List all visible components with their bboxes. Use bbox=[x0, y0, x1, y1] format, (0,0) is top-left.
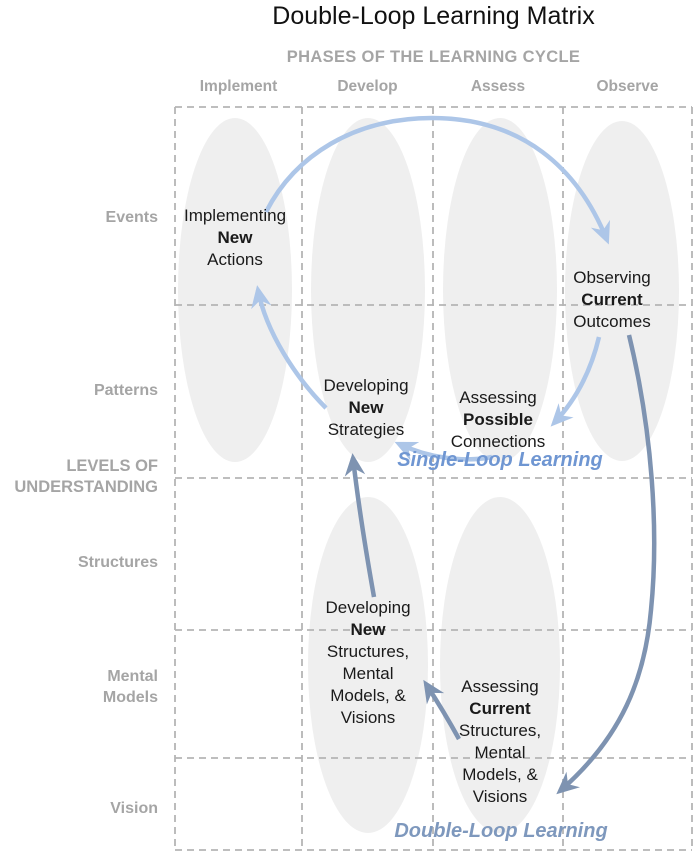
node-line: Models, & bbox=[330, 686, 406, 705]
node-assessing-possible-connections: Assessing Possible Connections bbox=[433, 387, 563, 453]
node-observing-current-outcomes: Observing Current Outcomes bbox=[547, 267, 677, 333]
node-developing-new-strategies: Developing New Strategies bbox=[301, 375, 431, 441]
row-label-vision: Vision bbox=[110, 800, 158, 817]
node-line-emphasis: Possible bbox=[463, 410, 533, 429]
node-line: Implementing bbox=[183, 206, 287, 225]
cell-ellipses bbox=[178, 118, 679, 833]
arrow-developing-structures-to-developing-strategies bbox=[344, 453, 377, 598]
row-label-events: Events bbox=[105, 209, 158, 226]
single-loop-arrows bbox=[251, 115, 610, 462]
arrow-observing-to-assessing-current bbox=[556, 334, 657, 795]
double-loop-learning-label: Double-Loop Learning bbox=[394, 820, 608, 842]
ellipse-develop-events bbox=[311, 118, 425, 462]
arrow-assessing-possible-to-developing-strategies bbox=[394, 441, 493, 462]
row-label-structures: Structures bbox=[77, 554, 158, 571]
node-developing-new-structures: Developing New Structures, Mental Models… bbox=[303, 597, 433, 729]
node-line-emphasis: New bbox=[348, 398, 384, 417]
node-line: Developing bbox=[325, 598, 411, 617]
node-line: Visions bbox=[340, 708, 396, 727]
column-header-develop: Develop bbox=[337, 78, 398, 95]
ellipse-assess-mental bbox=[440, 497, 560, 833]
row-label-patterns: Patterns bbox=[93, 382, 158, 399]
node-line: Mental bbox=[342, 664, 394, 683]
ellipse-develop-mental bbox=[308, 497, 428, 833]
node-line: Models, & bbox=[462, 765, 538, 784]
double-loop-arrows bbox=[344, 334, 657, 795]
node-line: Observing bbox=[573, 268, 651, 287]
ellipse-assess-events bbox=[443, 118, 557, 462]
row-label-mental-models: Mental Models bbox=[102, 668, 158, 706]
page-title: Double-Loop Learning Matrix bbox=[272, 2, 595, 30]
node-line: Strategies bbox=[327, 420, 405, 439]
node-line: Assessing bbox=[459, 388, 537, 407]
ellipse-observe-events bbox=[565, 121, 679, 461]
node-line: Actions bbox=[207, 250, 263, 269]
node-line: Assessing bbox=[461, 677, 539, 696]
single-loop-learning-label: Single-Loop Learning bbox=[397, 449, 603, 471]
node-line: Visions bbox=[472, 787, 528, 806]
node-line: Connections bbox=[450, 432, 546, 451]
arrow-observing-to-assessing-possible bbox=[550, 336, 602, 427]
node-line-emphasis: Current bbox=[581, 290, 643, 309]
phases-axis-title: PHASES OF THE LEARNING CYCLE bbox=[286, 48, 581, 66]
arrow-implementing-to-observing bbox=[263, 115, 610, 245]
node-line-emphasis: New bbox=[217, 228, 253, 247]
node-line-emphasis: Current bbox=[469, 699, 531, 718]
ellipse-implement-events bbox=[178, 118, 292, 462]
node-line: Structures, bbox=[326, 642, 410, 661]
arrow-assessing-current-to-developing-structures bbox=[423, 679, 461, 741]
node-line: Structures, bbox=[458, 721, 542, 740]
node-assessing-current-structures: Assessing Current Structures, Mental Mod… bbox=[435, 676, 565, 808]
node-line-emphasis: New bbox=[350, 620, 386, 639]
column-header-implement: Implement bbox=[199, 78, 278, 95]
node-line: Outcomes bbox=[573, 312, 651, 331]
column-header-assess: Assess bbox=[470, 78, 526, 95]
node-line: Mental bbox=[474, 743, 526, 762]
node-implementing-new-actions: Implementing New Actions bbox=[170, 205, 300, 271]
node-line: Developing bbox=[323, 376, 409, 395]
column-header-observe: Observe bbox=[596, 78, 659, 95]
arrow-developing-strategies-to-implementing bbox=[251, 285, 328, 410]
levels-axis-title: LEVELS OF UNDERSTANDING bbox=[14, 457, 158, 496]
